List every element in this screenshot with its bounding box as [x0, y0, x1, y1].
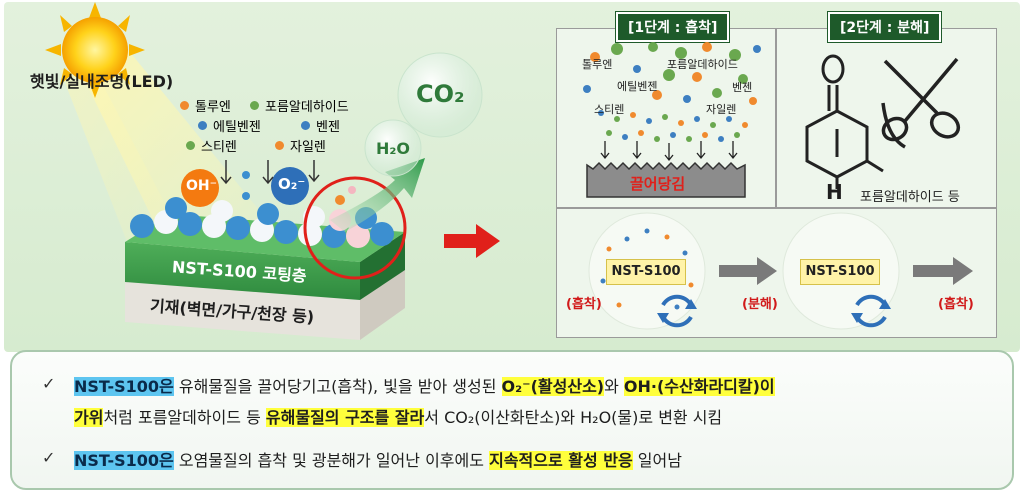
stage1-label-benzene: 벤젠: [732, 81, 753, 94]
attraction-label: 끌어당김: [630, 175, 686, 193]
sun-icon: [45, 2, 145, 98]
pollutant-legend-styrene: 스티렌: [186, 136, 237, 155]
light-source-label: 햇빛/실내조명(LED): [30, 72, 174, 91]
stage1-label-formaldehyde: 포름알데하이드: [667, 58, 738, 71]
pollutant-legend-ethylbenzene: 에틸벤젠: [198, 116, 261, 135]
scissors-icon: [881, 57, 961, 149]
attraction-arrows: [600, 141, 738, 162]
gray-arrow-1: [719, 257, 777, 285]
refresh-icon: [855, 294, 887, 328]
pollutant-legend-benzene: 벤젠: [301, 116, 340, 135]
coating-layer: [125, 242, 360, 300]
down-arrows: [220, 160, 320, 185]
pollutant-legend-toluene: 톨루엔: [180, 96, 231, 115]
oh-ion-label: OH⁻: [186, 178, 218, 194]
cycle-label-decompose: (분해): [742, 297, 778, 312]
orange-dot-icon: [180, 101, 189, 110]
stage2-tag: [2단계 : 분해]: [828, 12, 942, 42]
cycle-label-adsorb-2: (흡착): [938, 297, 974, 312]
stage1-illustration: [583, 42, 761, 198]
summary-line-2: 가위처럼 포름알데하이드 등 유해물질의 구조를 잘라서 CO₂(이산화탄소)와…: [74, 408, 723, 427]
o2-ion-label: O₂⁻: [278, 175, 306, 193]
cycle-label-adsorb-1: (흡착): [566, 297, 602, 312]
pollutant-legend-xylene: 자일렌: [275, 136, 326, 155]
oxygen-atom: [821, 54, 845, 84]
pollutant-particles: [583, 42, 761, 142]
pollutant-legend-formaldehyde: 포름알데하이드: [250, 96, 349, 115]
left-illustration: [45, 2, 483, 340]
molecule-structure: [805, 85, 884, 189]
h2o-bubble: [364, 119, 422, 177]
summary-line-3: NST-S100은 오염물질의 흡착 및 광분해가 일어난 이후에도 지속적으로…: [74, 451, 682, 470]
oh-ion-ball: [181, 169, 219, 207]
co2-bubble: [397, 52, 483, 138]
light-beam: [70, 40, 300, 275]
refresh-icon: [661, 294, 693, 328]
hydrogen-atom-label: H: [826, 180, 843, 204]
orange-dot-icon: [275, 141, 284, 150]
stage1-label-styrene: 스티렌: [594, 103, 625, 116]
blue-dot-icon: [198, 121, 207, 130]
release-arrow: [330, 158, 425, 232]
stage1-label-ethylbenzene: 에틸벤젠: [617, 80, 658, 93]
h2o-label: H₂O: [376, 139, 410, 158]
green-dot-icon: [186, 141, 195, 150]
summary-line-1: NST-S100은 유해물질을 끌어당기고(흡착), 빛을 받아 생성된 O₂⁻…: [74, 377, 775, 396]
nst-box-1: NST-S100: [606, 259, 686, 285]
stage1-label-xylene: 자일렌: [706, 103, 737, 116]
co2-label: CO₂: [416, 80, 465, 108]
stage1-tag: [1단계 : 흡착]: [616, 12, 730, 42]
stage2-caption: 포름알데하이드 등: [860, 190, 960, 205]
green-dot-icon: [250, 101, 259, 110]
gray-arrow-2: [913, 257, 973, 285]
o2-ion-ball: [271, 167, 309, 205]
checkmark-icon: ✓: [42, 374, 56, 393]
adsorption-surface: [586, 161, 746, 198]
summary-box: ✓ NST-S100은 유해물질을 끌어당기고(흡착), 빛을 받아 생성된 O…: [10, 350, 1014, 490]
stage2-illustration: [805, 54, 961, 189]
stage1-label-toluene: 톨루엔: [582, 58, 613, 71]
blue-dot-icon: [301, 121, 310, 130]
reaction-highlight-circle: [303, 176, 407, 280]
checkmark-icon: ✓: [42, 448, 56, 467]
process-arrow: [444, 224, 500, 258]
nst-box-2: NST-S100: [800, 259, 880, 285]
cluster-particles: [600, 228, 694, 310]
